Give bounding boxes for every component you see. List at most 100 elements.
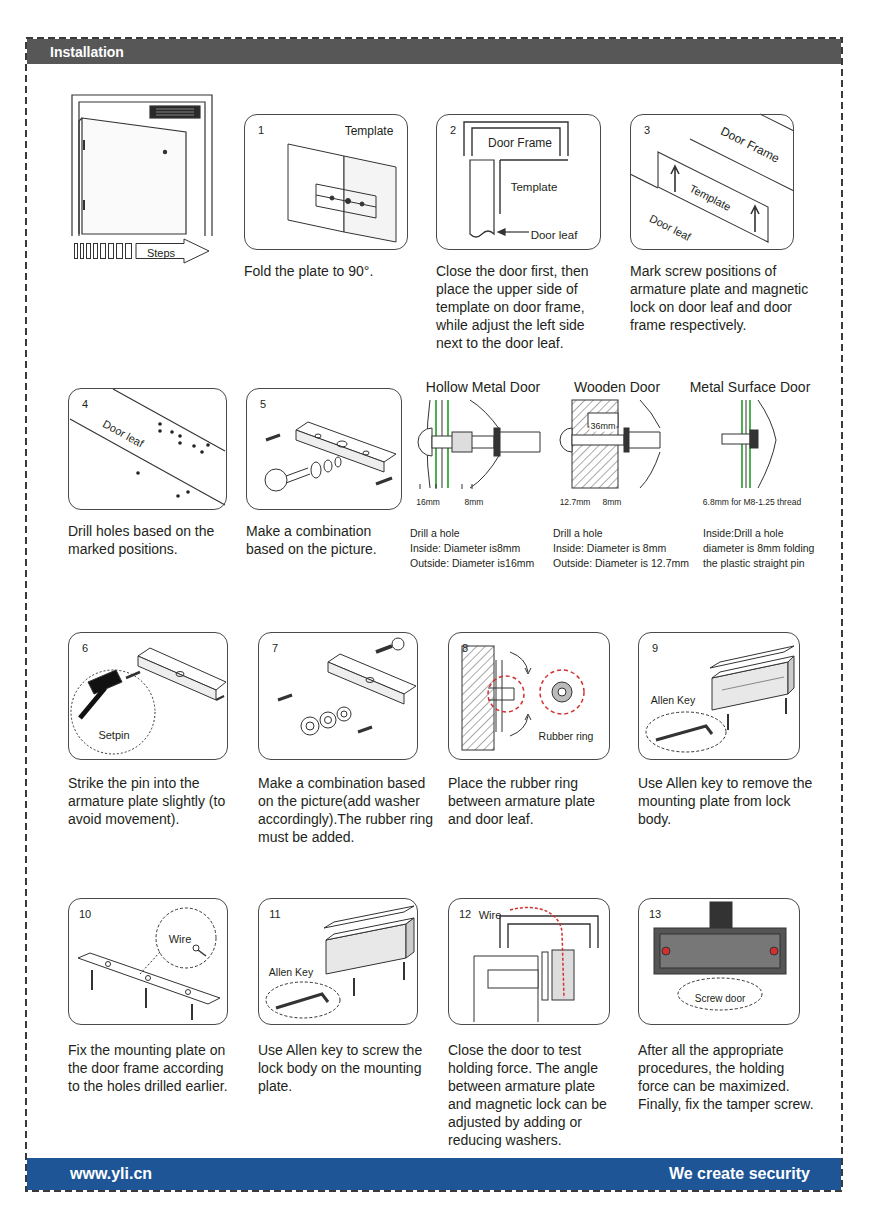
armature-exploded <box>376 478 392 484</box>
armature-exploded <box>324 460 332 472</box>
part-label: Setpin <box>98 729 129 742</box>
dimension: 8mm <box>465 497 484 507</box>
door-illustration <box>79 118 82 234</box>
armature-exploded <box>363 451 369 455</box>
step-caption: Close the door to test holding force. Th… <box>448 1041 620 1149</box>
door-illustration <box>82 118 186 234</box>
dimension: 12.7mm <box>560 497 591 507</box>
step-panel: 4Door leafDrill holes based on the marke… <box>68 388 227 510</box>
holding-test <box>500 916 598 948</box>
drilled-door-leaf <box>192 444 196 448</box>
step-number: 11 <box>269 908 280 921</box>
template-plate <box>316 195 376 207</box>
text-anchor: Strike the pin into the armature plate s… <box>68 774 240 828</box>
door-type-section <box>500 432 540 452</box>
step-panel: 6SetpinStrike the pin into the armature … <box>68 632 228 760</box>
header-bar <box>27 39 841 64</box>
rubber-ring-detail <box>540 670 584 714</box>
tamper-screw <box>710 902 732 928</box>
frame-section <box>500 160 568 214</box>
part-label: Door Frame <box>718 124 782 166</box>
drilled-door-leaf <box>178 441 182 445</box>
dimension: 36mm <box>589 421 616 432</box>
mounting-plate <box>78 953 220 1004</box>
rubber-ring-detail <box>525 714 531 720</box>
door-type-title: Hollow Metal Door <box>426 379 540 396</box>
lock-body-mount <box>276 994 328 1008</box>
mounting-plate <box>146 976 151 981</box>
footer-bar <box>27 1158 841 1190</box>
setpin-hammer <box>71 670 155 754</box>
template-perspective <box>760 114 794 131</box>
step-panel: 10WireFix the mounting plate on the door… <box>68 898 228 1025</box>
rubber-ring-detail <box>558 688 566 696</box>
lock-body-mount <box>326 918 414 940</box>
template-plate <box>288 144 396 242</box>
tamper-screw <box>660 934 780 968</box>
holding-test <box>488 970 538 988</box>
text-anchor: Drill holes based on the marked position… <box>68 522 236 558</box>
step-caption: Close the door first, then place the upp… <box>436 262 608 352</box>
drilled-door-leaf <box>70 419 225 505</box>
armature-exploded <box>266 435 280 440</box>
lock-body-mount <box>354 962 404 996</box>
text-anchor: Mark screw positions of armature plate a… <box>630 262 822 334</box>
rubber-ring-detail <box>488 688 514 700</box>
dimension: 8mm <box>603 497 622 507</box>
frame-section <box>464 122 568 237</box>
drill-note: Outside: Diameter is16mm <box>410 557 534 570</box>
step-number: 2 <box>450 124 456 137</box>
rubber-ring-detail <box>488 676 524 712</box>
step-caption: Mark screw positions of armature plate a… <box>630 262 822 334</box>
armature-washers <box>278 638 416 735</box>
text-anchor: Place the rubber ring between armature p… <box>448 774 620 828</box>
door-illustration <box>83 140 85 210</box>
text-anchor: Use Allen key to screw the lock body on … <box>258 1041 430 1095</box>
frame-section <box>470 160 494 237</box>
step-number: 13 <box>649 908 661 921</box>
rubber-ring-detail <box>525 668 531 674</box>
step-caption: Drill holes based on the marked position… <box>68 522 236 558</box>
steps-arrow-shape <box>74 238 210 264</box>
text-anchor: Close the door to test holding force. Th… <box>448 1041 620 1149</box>
tamper-screw <box>662 947 670 955</box>
rubber-ring-detail <box>496 660 502 732</box>
drill-note: Inside:Drill a hole <box>703 527 784 540</box>
door-illustration <box>72 95 212 236</box>
drilled-door-leaf <box>70 389 225 505</box>
part-label: Screw door <box>695 993 746 1005</box>
armature-exploded <box>335 457 341 467</box>
drilled-door-leaf <box>186 490 190 494</box>
drilled-door-leaf <box>176 494 180 498</box>
template-perspective <box>751 206 759 232</box>
text-anchor: Use Allen key to remove the mounting pla… <box>638 774 814 828</box>
dashed-border <box>26 38 842 1191</box>
mounting-plate <box>78 908 220 1020</box>
tamper-screw <box>678 978 762 1010</box>
steps-bar <box>87 244 91 259</box>
step-number: 8 <box>462 642 468 655</box>
step-number: 12 <box>459 908 471 921</box>
dimension: 16mm <box>416 497 440 507</box>
lock-body-removal <box>646 712 726 752</box>
drilled-door-leaf <box>178 434 182 438</box>
step-panel: 11Allen KeyUse Allen key to screw the lo… <box>258 898 418 1025</box>
drilled-door-leaf <box>158 422 162 426</box>
step-panel: 9Allen KeyUse Allen key to remove the mo… <box>638 632 800 760</box>
part-label: Door leaf <box>647 212 693 244</box>
text-anchor: Fix the mounting plate on the door frame… <box>68 1041 234 1095</box>
steps-bar <box>75 244 78 259</box>
armature-washers <box>325 717 332 724</box>
lock-body-removal <box>788 656 794 694</box>
drill-note: Drill a hole <box>410 527 460 540</box>
door-type-section <box>640 400 660 488</box>
door-type-section <box>420 484 472 489</box>
step-caption: After all the appropriate procedures, th… <box>638 1041 814 1113</box>
mounting-plate <box>156 908 216 968</box>
mounting-plate <box>140 952 160 974</box>
tamper-screw <box>654 902 786 1010</box>
part-label: Allen Key <box>651 694 695 707</box>
mounting-plate <box>186 990 191 995</box>
armature-washers <box>306 722 314 730</box>
